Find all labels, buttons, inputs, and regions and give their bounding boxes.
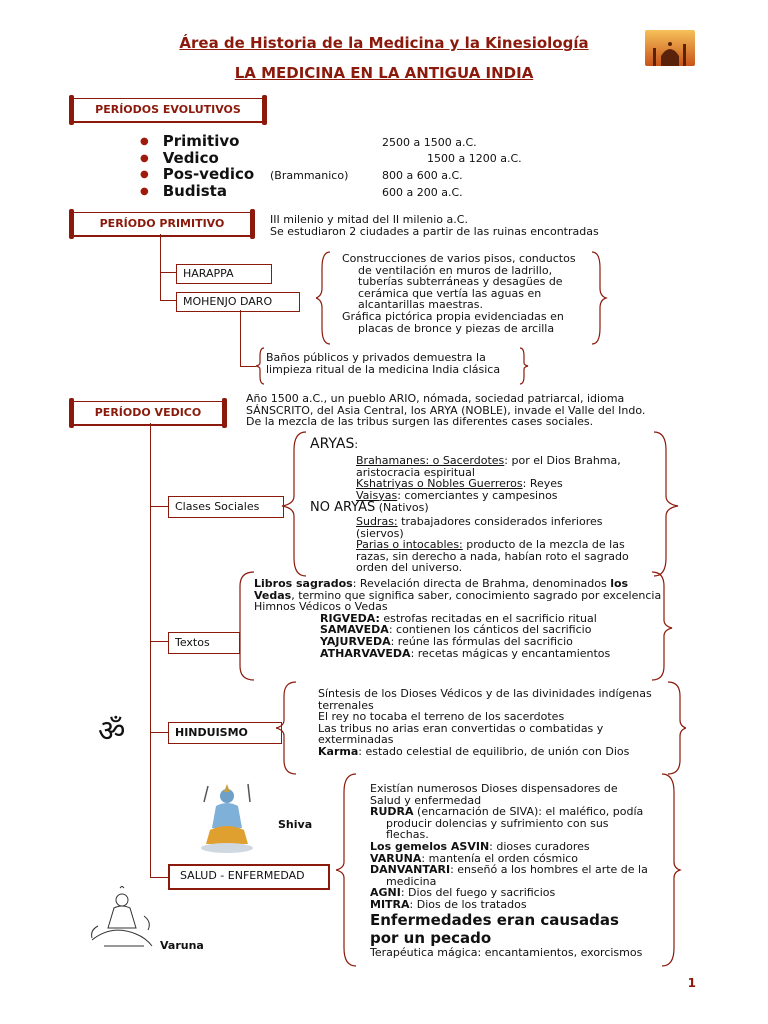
document-subtitle: LA MEDICINA EN LA ANTIGUA INDIA xyxy=(0,64,768,82)
text-line: Año 1500 a.C., un pueblo ARIO, nómada, s… xyxy=(246,393,645,405)
hinduismo-box: HINDUISMO xyxy=(168,722,282,744)
textos-box: Textos xyxy=(168,632,240,654)
text-span: trabajadores considerados inferiores xyxy=(398,515,603,528)
varuna-image xyxy=(84,886,156,952)
connector-line xyxy=(160,300,176,301)
textos-content: Libros sagrados: Revelación directa de B… xyxy=(254,578,661,659)
harappa-box: HARAPPA xyxy=(176,264,272,284)
shiva-image xyxy=(196,782,258,854)
periodo-item: ● Budista xyxy=(140,182,227,200)
big-statement-line: por un pecado xyxy=(370,929,648,947)
periodo-primitivo-banner: PERÍODO PRIMITIVO xyxy=(72,212,252,236)
periodo-item: ● Pos-vedico xyxy=(140,165,254,183)
mohenjo-daro-box: MOHENJO DARO xyxy=(176,292,300,312)
text-span: : estado celestial de equilibrio, de uni… xyxy=(358,745,629,758)
bullet-icon: ● xyxy=(140,136,149,147)
text-line: Gráfica pictórica propia evidenciadas en xyxy=(342,311,576,323)
connector-line xyxy=(240,366,256,367)
text-line: placas de bronce y piezas de arcilla xyxy=(342,323,576,335)
om-symbol-icon: ॐ xyxy=(98,712,125,752)
connector-line xyxy=(160,234,161,300)
varuna-label: Varuna xyxy=(160,939,204,952)
hinduismo-content: Síntesis de los Dioses Védicos y de las … xyxy=(318,688,652,758)
banos-text: Baños públicos y privados demuestra la l… xyxy=(266,352,500,375)
periodo-extra: (Brammanico) xyxy=(270,169,348,182)
text-line: Terapéutica mágica: encantamientos, exor… xyxy=(370,947,648,959)
text-line: Baños públicos y privados demuestra la xyxy=(266,352,500,364)
page-number: 1 xyxy=(688,976,696,990)
text-line: Existían numerosos Dioses dispensadores … xyxy=(370,783,648,795)
text-line: De la mezcla de las tribus surgen las di… xyxy=(246,416,645,428)
aryas-colon: : xyxy=(354,438,358,451)
text-span: : Dios de los tratados xyxy=(410,898,527,911)
periodo-name: Budista xyxy=(163,182,227,200)
text-line: Karma: estado celestial de equilibrio, d… xyxy=(318,746,652,758)
mosque-logo-image xyxy=(645,30,695,66)
text-span: : enseñó a los hombres el arte de la xyxy=(450,863,648,876)
text-line: Brahamanes: o Sacerdotes: por el Dios Br… xyxy=(356,455,621,467)
nativos-label: (Nativos) xyxy=(375,501,428,514)
periodo-years: 600 a 200 a.C. xyxy=(382,186,463,199)
no-aryas-heading: NO ARYAS (Nativos) xyxy=(310,500,429,515)
no-aryas-list: Sudras: trabajadores considerados inferi… xyxy=(356,516,629,574)
text-line: Sudras: trabajadores considerados inferi… xyxy=(356,516,629,528)
text-span: ATHARVAVEDA xyxy=(320,647,411,660)
aryas-label: ARYAS xyxy=(310,436,354,452)
connector-line xyxy=(150,732,168,733)
periodo-name: Pos-vedico xyxy=(163,165,254,183)
text-line: Construcciones de varios pisos, conducto… xyxy=(342,253,576,265)
connector-line xyxy=(240,310,241,366)
connector-line xyxy=(150,641,168,642)
salud-enfermedad-box: SALUD - ENFERMEDAD xyxy=(168,864,330,890)
text-span: : recetas mágicas y encantamientos xyxy=(411,647,611,660)
text-line: DANVANTARI: enseñó a los hombres el arte… xyxy=(370,864,648,876)
bullet-icon: ● xyxy=(140,169,149,180)
connector-line xyxy=(150,877,168,878)
periodo-years: 1500 a 1200 a.C. xyxy=(427,152,522,165)
bullet-icon: ● xyxy=(140,186,149,197)
shiva-label: Shiva xyxy=(278,818,312,831)
primitivo-brace-text: Construcciones de varios pisos, conducto… xyxy=(342,253,576,334)
clases-sociales-box: Clases Sociales xyxy=(168,496,284,518)
no-aryas-label: NO ARYAS xyxy=(310,500,375,515)
text-line: ATHARVAVEDA: recetas mágicas y encantami… xyxy=(254,648,661,660)
text-span: MITRA xyxy=(370,898,410,911)
primitivo-desc-2: Se estudiaron 2 ciudades a partir de las… xyxy=(270,225,599,238)
periodo-vedico-banner: PERÍODO VEDICO xyxy=(72,401,224,425)
connector-line xyxy=(150,506,168,507)
aryas-heading: ARYAS: xyxy=(310,436,358,452)
periodo-years: 800 a 600 a.C. xyxy=(382,169,463,182)
text-span: : por el Dios Brahma, xyxy=(504,454,620,467)
salud-content: Existían numerosos Dioses dispensadores … xyxy=(370,783,648,958)
bullet-icon: ● xyxy=(140,153,149,164)
vedico-desc: Año 1500 a.C., un pueblo ARIO, nómada, s… xyxy=(246,393,645,428)
periodo-years: 2500 a 1500 a.C. xyxy=(382,136,477,149)
text-span: Karma xyxy=(318,745,358,758)
big-statement-line: Enfermedades eran causadas xyxy=(370,911,648,929)
periodo-name: Primitivo xyxy=(163,132,240,150)
text-line: Síntesis de los Dioses Védicos y de las … xyxy=(318,688,652,700)
vedico-trunk-line xyxy=(150,423,151,877)
connector-line xyxy=(160,272,176,273)
aryas-list: Brahamanes: o Sacerdotes: por el Dios Br… xyxy=(356,455,621,501)
periodos-evolutivos-banner: PERÍODOS EVOLUTIVOS xyxy=(72,98,264,122)
text-line: limpieza ritual de la medicina India clá… xyxy=(266,364,500,376)
periodo-item: ● Primitivo xyxy=(140,132,239,150)
text-line: MITRA: Dios de los tratados xyxy=(370,899,648,911)
